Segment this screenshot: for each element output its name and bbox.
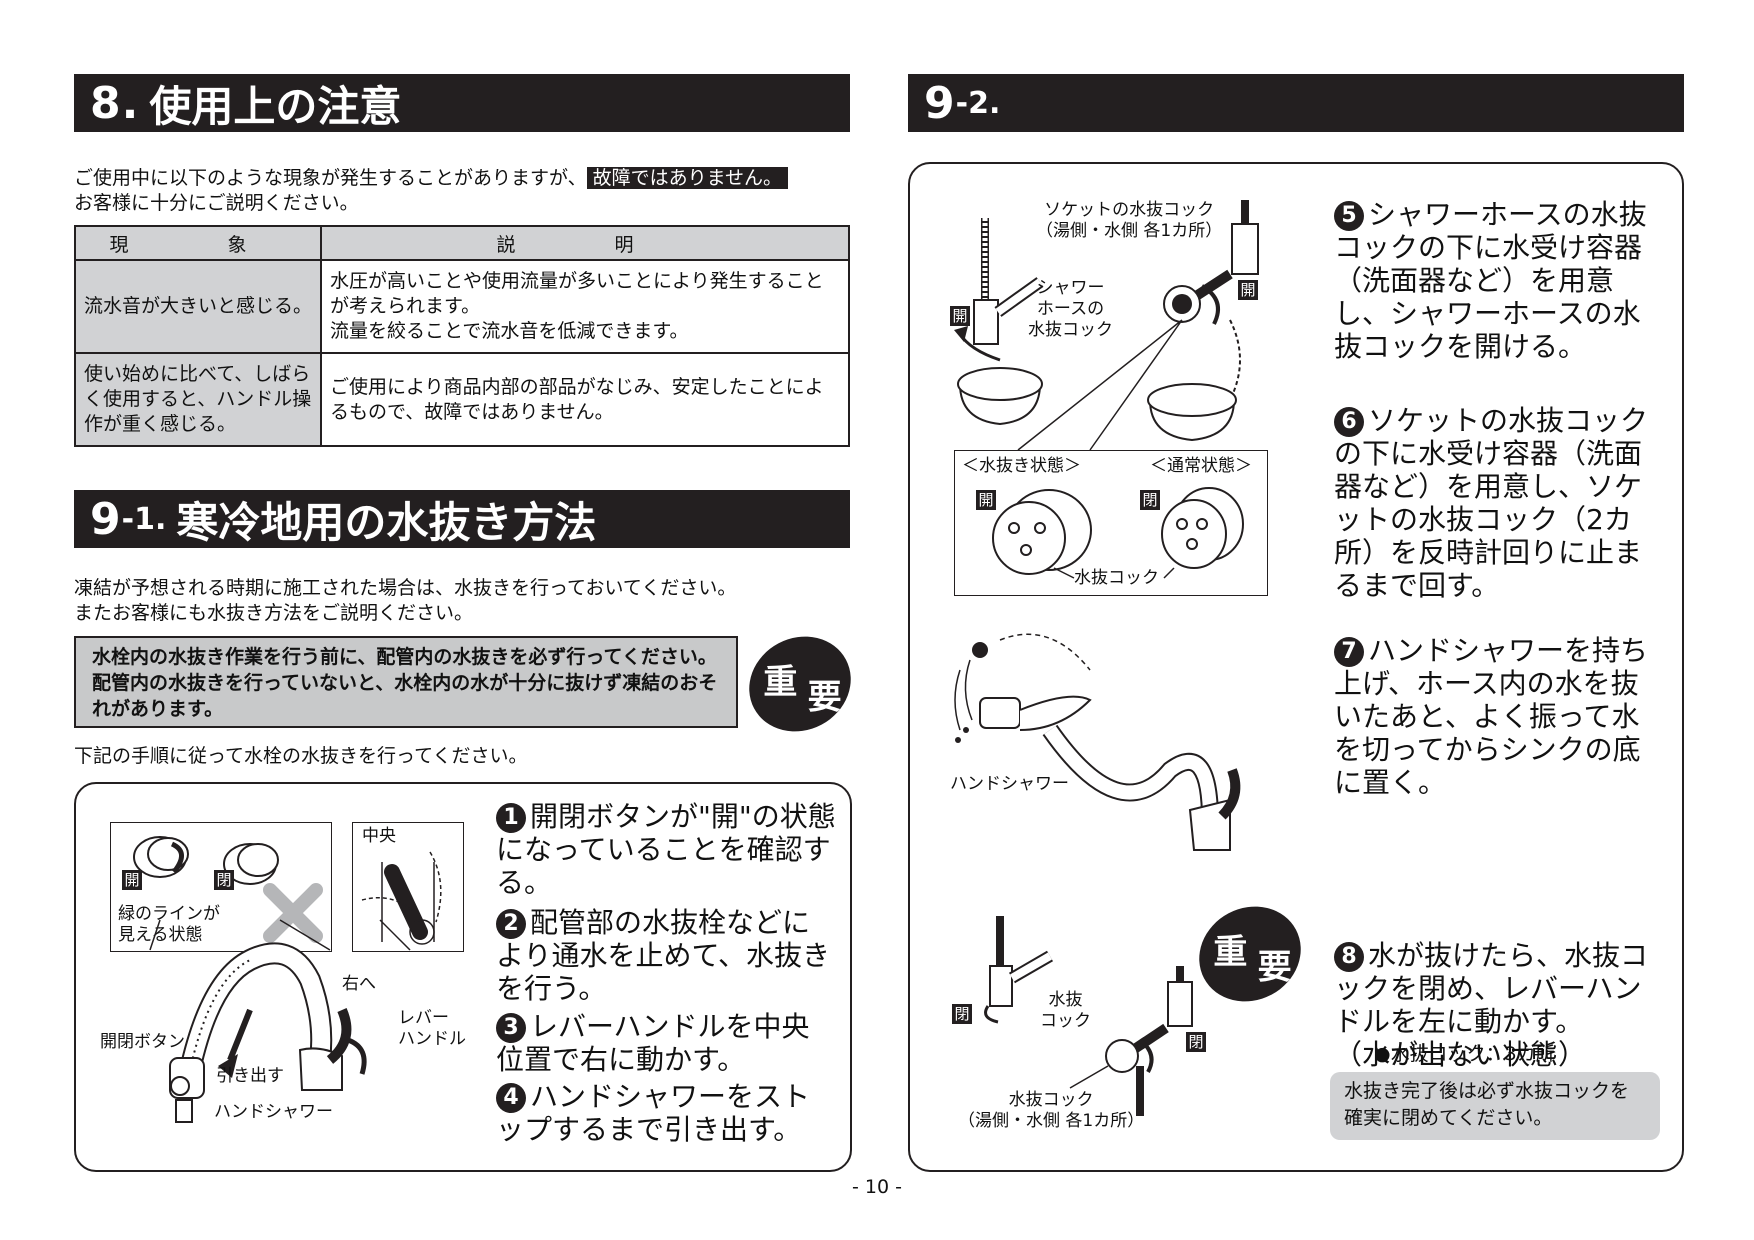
cock-state-box <box>954 450 1268 596</box>
final-note-box: 水抜き完了後は必ず水抜コックを確実に閉めてください。 <box>1330 1072 1660 1140</box>
explanation-cell: ご使用により商品内部の部品がなじみ、安定したことによるもので、故障ではありません… <box>320 352 850 447</box>
phenomenon-cell: 流水音が大きいと感じる。 <box>74 259 322 354</box>
section8-header: 8. 使用上の注意 <box>74 74 850 132</box>
phenomenon-table: 現 象 説 明 流水音が大きいと感じる。 水圧が高いことや使用流量が多いことによ… <box>74 225 850 447</box>
lever-handle-label: レバー ハンドル <box>398 1008 466 1049</box>
close-cocks-illustration <box>984 916 1193 1116</box>
drain-basins-illustration <box>954 200 1259 451</box>
procedure-intro: 下記の手順に従って水栓の水抜きを行ってください。 <box>74 745 528 767</box>
faucet-pullout-illustration <box>149 919 411 1123</box>
hand-shower-label-right: ハンドシャワー <box>950 774 1069 794</box>
step8-note: ●水抜コック：3カ所 <box>1374 1043 1555 1065</box>
table-row: 流水音が大きいと感じる。 水圧が高いことや使用流量が多いことにより発生することが… <box>74 259 850 354</box>
closed-label: 閉 <box>214 870 234 891</box>
green-line-label: 緑のラインが 見える状態 <box>118 904 220 945</box>
pull-out-label: 引き出す <box>216 1066 284 1086</box>
left-procedure-panel <box>74 782 852 1172</box>
section91-header: 9 -1. 寒冷地用の水抜き方法 <box>74 490 850 548</box>
table-header: 現 象 説 明 <box>74 225 850 261</box>
col-explanation: 説 明 <box>320 225 850 261</box>
col-phenomenon: 現 象 <box>74 225 322 261</box>
section91-intro: 凍結が予想される時期に施工された場合は、水抜きを行っておいてください。 またお客… <box>74 577 737 624</box>
section92-subnumber: -2. <box>955 85 1001 121</box>
open-label: 開 <box>122 870 142 891</box>
open-label-a: 開 <box>950 306 970 327</box>
cock-state-illustration <box>992 487 1244 579</box>
section91-title: 寒冷地用の水抜き方法 <box>176 497 597 547</box>
section8-number: 8. <box>90 77 140 129</box>
explanation-cell: 水圧が高いことや使用流量が多いことにより発生することが考えられます。 流量を絞る… <box>320 259 850 354</box>
hand-shower-label: ハンドシャワー <box>214 1102 333 1122</box>
switch-button-label: 開閉ボタン <box>100 1032 185 1052</box>
closed-label-d: 閉 <box>952 1004 972 1025</box>
closed-label-c: 閉 <box>1140 490 1160 511</box>
button-state-box <box>110 822 332 952</box>
lever-center-box <box>352 822 464 952</box>
drain-cock-label-3: 水抜コック （湯側・水側 各1カ所） <box>958 1090 1145 1131</box>
hand-shower-shake-illustration <box>954 633 1241 851</box>
lever-center-illustration <box>361 851 442 945</box>
important-badge: 重 要 <box>732 618 868 750</box>
open-label-b: 開 <box>1238 280 1258 301</box>
socket-cock-label: ソケットの水抜コック （湯側・水側 各1カ所） <box>1036 200 1223 241</box>
section91-number: 9 <box>90 493 122 545</box>
section8-intro: ご使用中に以下のような現象が発生することがありますが、故障ではありません。 お客… <box>74 166 854 216</box>
drain-cock-label: 水抜コック <box>1074 568 1159 588</box>
open-label-c: 開 <box>976 490 996 511</box>
phenomenon-cell: 使い始めに比べて、しばらく使用すると、ハンドル操作が重く感じる。 <box>74 352 322 447</box>
page-number: - 10 - <box>852 1176 902 1198</box>
right-procedure-panel <box>908 162 1684 1172</box>
drain-state-label: ＜水抜き状態＞ <box>962 456 1081 476</box>
button-state-illustration <box>133 836 323 943</box>
to-right-label: 右へ <box>342 974 376 994</box>
normal-state-label: ＜通常状態＞ <box>1150 456 1252 476</box>
drain-cock-label-2: 水抜 コック <box>1040 990 1091 1031</box>
not-malfunction-highlight: 故障ではありません。 <box>586 167 789 189</box>
closed-label-e: 閉 <box>1186 1032 1206 1053</box>
final-note: 水抜き完了後は必ず水抜コックを確実に閉めてください。 <box>1344 1080 1630 1129</box>
section91-subnumber: -1. <box>121 501 167 537</box>
pre-drain-warning: 水栓内の水抜き作業を行う前に、配管内の水抜きを必ず行ってください。配管内の水抜き… <box>74 636 738 728</box>
shower-hose-cock-label: シャワー ホースの 水抜コック <box>1028 278 1113 340</box>
section92-header: 9 -2. <box>908 74 1684 132</box>
section8-title: 使用上の注意 <box>149 81 402 131</box>
center-label: 中央 <box>362 826 396 846</box>
section92-number: 9 <box>924 77 956 129</box>
table-row: 使い始めに比べて、しばらく使用すると、ハンドル操作が重く感じる。 ご使用により商… <box>74 352 850 447</box>
